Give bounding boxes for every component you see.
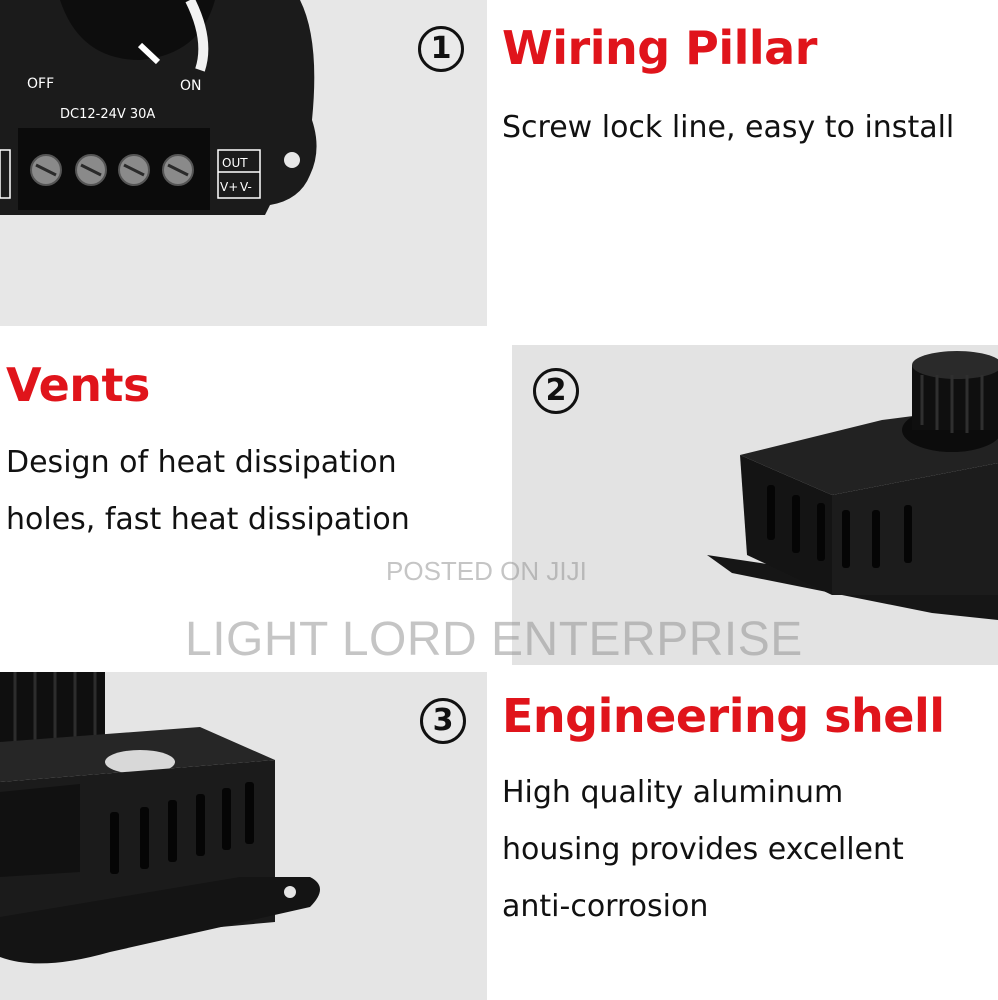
out-label: OUT xyxy=(222,156,248,170)
step-number-2: 2 xyxy=(533,368,579,414)
section-desc-line: housing provides excellent xyxy=(502,832,904,867)
section-title-vents: Vents xyxy=(6,358,150,412)
product-photo-wiring: OFF ON DC12-24V 30A OUT V+ V- xyxy=(0,0,487,326)
section-desc-line: High quality aluminum xyxy=(502,775,844,810)
section-title-engineering-shell: Engineering shell xyxy=(502,689,945,743)
rating-label: DC12-24V 30A xyxy=(60,107,155,122)
on-label: ON xyxy=(180,78,202,94)
vminus-label: V- xyxy=(240,180,252,194)
step-number-3: 3 xyxy=(420,698,466,744)
section-desc-line: Screw lock line, easy to install xyxy=(502,110,955,145)
watermark-posted: POSTED ON JIJI xyxy=(386,556,587,586)
section-desc-line: holes, fast heat dissipation xyxy=(6,502,410,537)
section-desc-line: anti-corrosion xyxy=(502,889,709,924)
vplus-label: V+ xyxy=(220,180,238,194)
off-label: OFF xyxy=(27,76,54,92)
product-photo-vents xyxy=(512,345,998,665)
step-number-1: 1 xyxy=(418,26,464,72)
section-desc-line: Design of heat dissipation xyxy=(6,445,397,480)
product-photo-shell xyxy=(0,672,487,1000)
section-title-wiring-pillar: Wiring Pillar xyxy=(502,21,817,75)
watermark-brand: LIGHT LORD ENTERPRISE xyxy=(185,613,803,666)
